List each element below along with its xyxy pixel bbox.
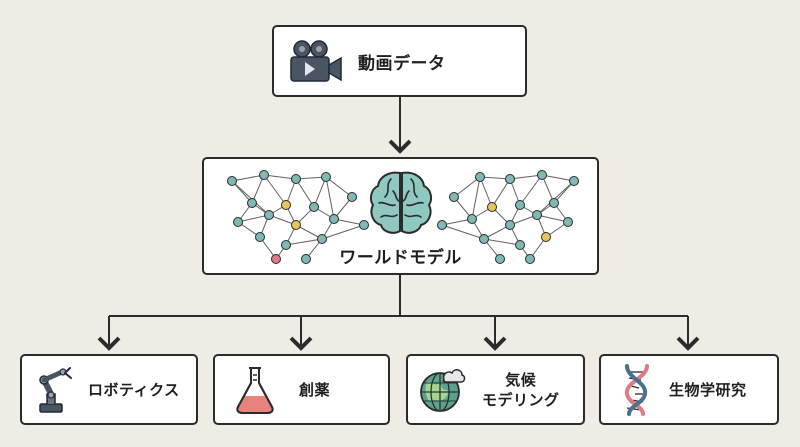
biology-research-label: 生物学研究 <box>669 380 747 399</box>
neural-network-left-icon <box>227 170 369 264</box>
drug-discovery-label: 創薬 <box>299 380 331 399</box>
neural-network-right-icon <box>437 170 579 264</box>
globe-cloud-icon <box>420 368 466 412</box>
climate-modeling-box: 気候 モデリング <box>406 354 585 425</box>
video-camera-icon <box>290 40 342 82</box>
climate-modeling-label: 気候 モデリング <box>482 370 560 410</box>
biology-research-box: 生物学研究 <box>599 354 779 425</box>
robotics-label: ロボティクス <box>88 380 180 399</box>
dna-icon <box>624 363 649 416</box>
brain-icon <box>369 171 433 234</box>
drug-discovery-box: 創薬 <box>213 354 390 425</box>
robot-arm-icon <box>39 366 72 413</box>
robotics-box: ロボティクス <box>20 354 198 425</box>
video-data-label: 動画データ <box>358 53 446 74</box>
world-model-label: ワールドモデル <box>339 248 462 268</box>
climate-modeling-label-line-2: モデリング <box>482 390 560 409</box>
world-model-box: ワールドモデル <box>202 157 599 275</box>
flask-icon <box>236 366 274 414</box>
video-data-box: 動画データ <box>272 25 527 97</box>
climate-modeling-label-line-1: 気候 <box>505 370 537 389</box>
